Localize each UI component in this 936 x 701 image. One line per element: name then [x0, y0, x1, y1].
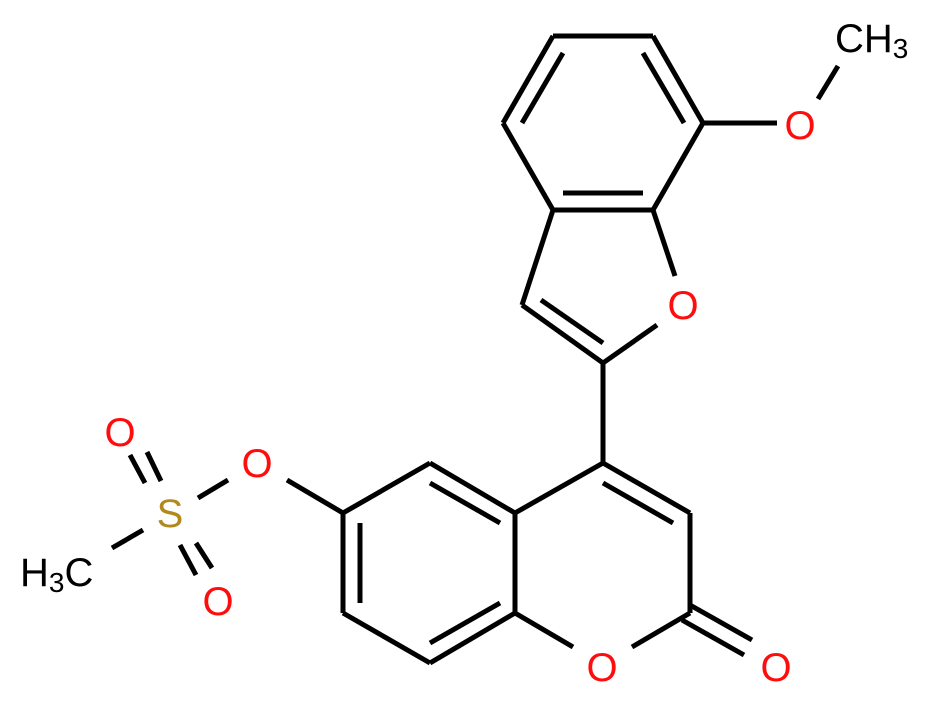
atom-o-carbonyl: O	[760, 646, 791, 690]
atom-o-methoxy: O	[784, 104, 815, 148]
atom-ch3-methoxy: CH3	[835, 17, 908, 64]
atom-o-sulfonyl-bottom: O	[202, 580, 233, 624]
atom-labels: O CH3 O O O O S O O H3C	[20, 17, 908, 690]
atom-h3c-methyl: H3C	[20, 551, 93, 598]
atom-o-furan: O	[667, 284, 698, 328]
atom-o-sulfonyl-top: O	[104, 411, 135, 455]
atom-o-ester: O	[241, 442, 272, 486]
bonds	[110, 33, 841, 666]
atom-s-sulfonyl: S	[157, 492, 184, 536]
atom-o-lactone: O	[586, 646, 617, 690]
